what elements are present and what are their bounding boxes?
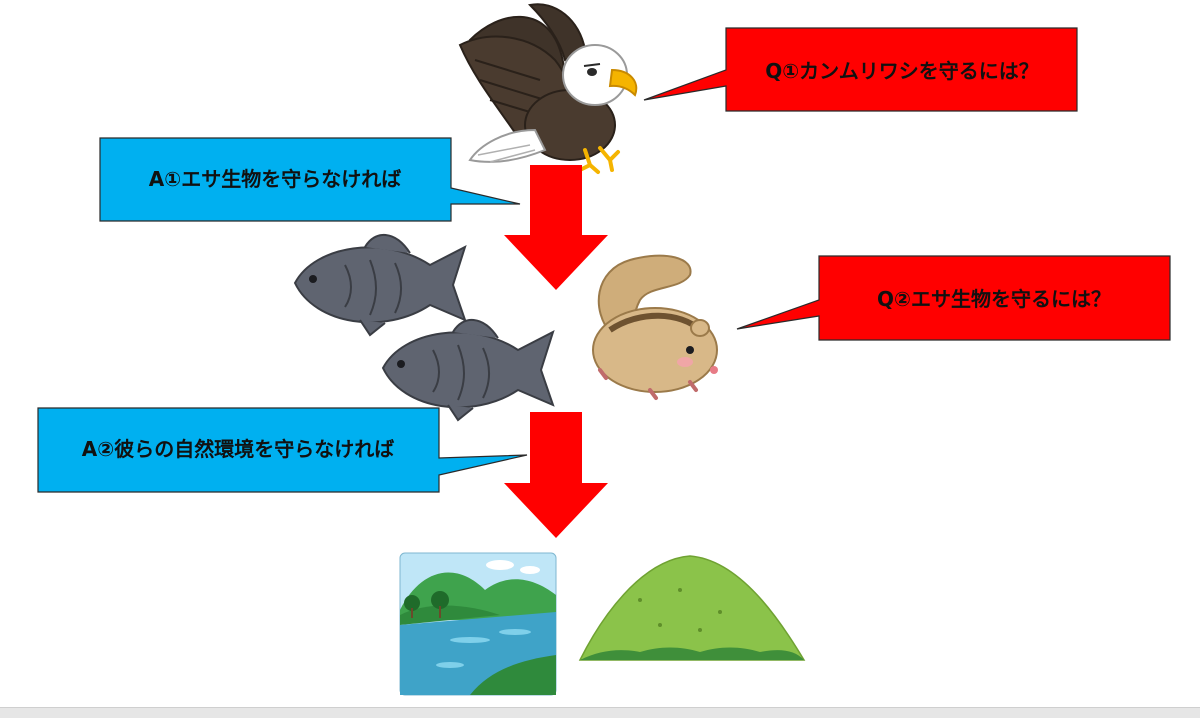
callout-q2: Q②エサ生物を守るには？ (736, 255, 1171, 341)
callout-a1-text: A①エサ生物を守らなければ (149, 167, 401, 191)
callout-q1-text: Q①カンムリワシを守るには？ (765, 59, 1039, 83)
callout-a2-text: A②彼らの自然環境を守らなければ (82, 437, 394, 461)
eagle-icon (458, 3, 638, 174)
fish-icon (293, 233, 467, 337)
callout-a1: A①エサ生物を守らなければ (99, 137, 521, 222)
callout-q2-text: Q②エサ生物を守るには？ (877, 287, 1111, 311)
down-arrow-2 (504, 412, 608, 538)
fish-icon (381, 318, 555, 422)
window-bottom-bar (0, 707, 1200, 718)
green-hill-icon (578, 555, 806, 661)
down-arrow-1 (504, 165, 608, 290)
callout-q1: Q①カンムリワシを守るには？ (643, 27, 1078, 112)
squirrel-icon (592, 254, 718, 400)
callout-a2: A②彼らの自然環境を守らなければ (37, 407, 528, 493)
lake-landscape-icon (399, 552, 557, 696)
